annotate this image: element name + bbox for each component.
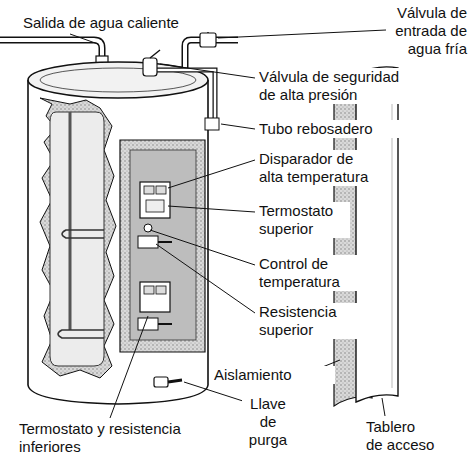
part-label: Llave de purga bbox=[242, 395, 294, 449]
part-label: Válvula de entrada de agua fría bbox=[386, 4, 468, 58]
part-label: Control de temperatura bbox=[258, 255, 360, 291]
part-label: Tablero de acceso bbox=[365, 418, 437, 454]
part-label: Termostato superior bbox=[258, 202, 350, 238]
part-label: Tubo rebosadero bbox=[258, 120, 410, 138]
part-label: Disparador de alta temperatura bbox=[258, 150, 375, 186]
part-label: Resistencia superior bbox=[258, 303, 360, 339]
part-label: Aislamiento bbox=[213, 366, 335, 384]
part-label: Salida de agua caliente bbox=[22, 14, 224, 32]
part-label: Válvula de seguridad de alta presión bbox=[258, 68, 410, 104]
part-label: Termostato y resistencia inferiores bbox=[18, 420, 200, 456]
